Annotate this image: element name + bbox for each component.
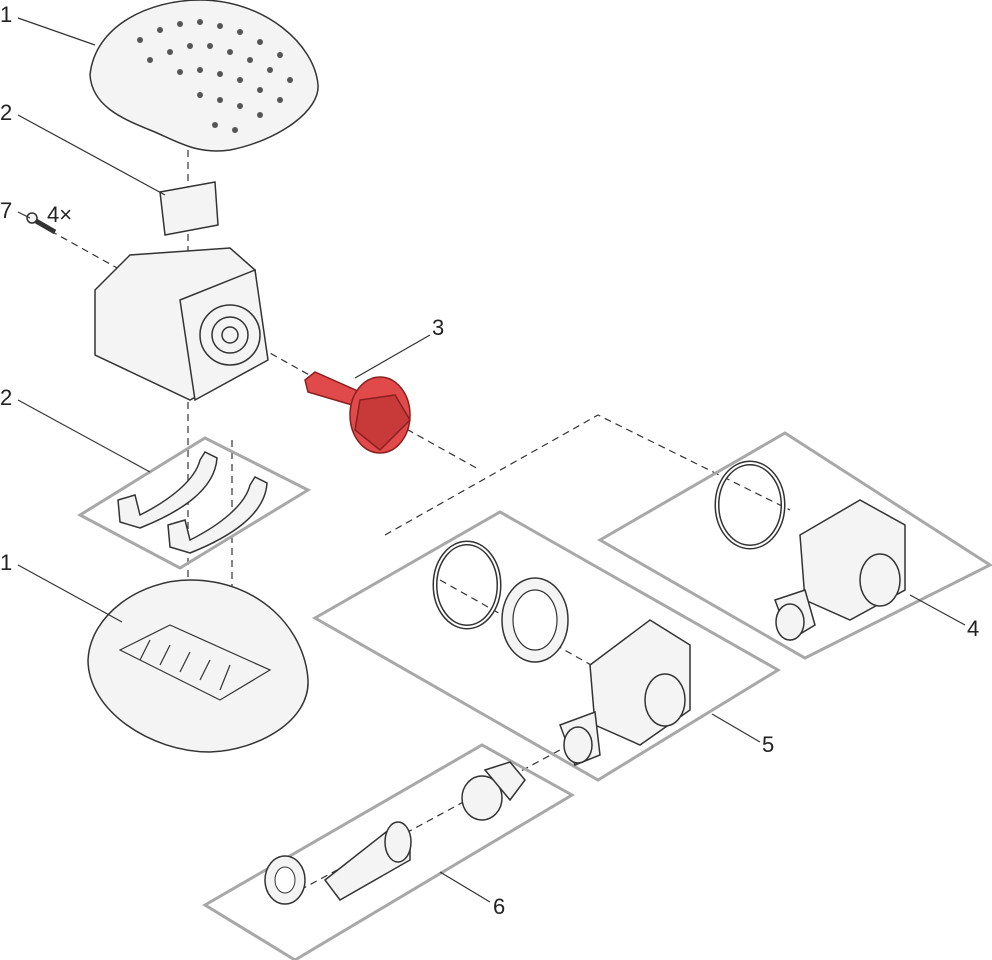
lower-pads-part xyxy=(117,451,268,554)
callout-screw-qty: 4× xyxy=(47,202,72,227)
callout-top-pad: 2 xyxy=(0,100,12,125)
callout-lower-pads: 2 xyxy=(0,385,12,410)
impeller-part xyxy=(304,371,411,454)
hose-kit-6-parts xyxy=(264,761,526,905)
bottom-housing-part xyxy=(87,579,309,753)
callout-screw: 7 xyxy=(0,198,12,223)
motor-part xyxy=(94,247,269,402)
outlet-kit-5-parts xyxy=(432,540,691,766)
callout-bottom-housing: 1 xyxy=(0,550,12,575)
callout-outlet-kit-4: 4 xyxy=(967,616,979,641)
top-cover-part xyxy=(89,0,319,152)
outlet-kit-4-box xyxy=(596,431,992,660)
top-pad-part xyxy=(159,181,219,236)
callout-impeller: 3 xyxy=(432,315,444,340)
hose-kit-6-box xyxy=(202,743,576,960)
callout-top-cover: 1 xyxy=(0,2,12,27)
callout-hose-kit-6: 6 xyxy=(493,894,505,919)
screw-part xyxy=(26,212,57,235)
outlet-kit-4-parts xyxy=(714,460,906,642)
outlet-kit-5-box xyxy=(311,510,781,782)
callout-outlet-kit-5: 5 xyxy=(762,732,774,757)
leader-lines xyxy=(17,17,966,903)
lower-pads-box xyxy=(76,436,312,570)
